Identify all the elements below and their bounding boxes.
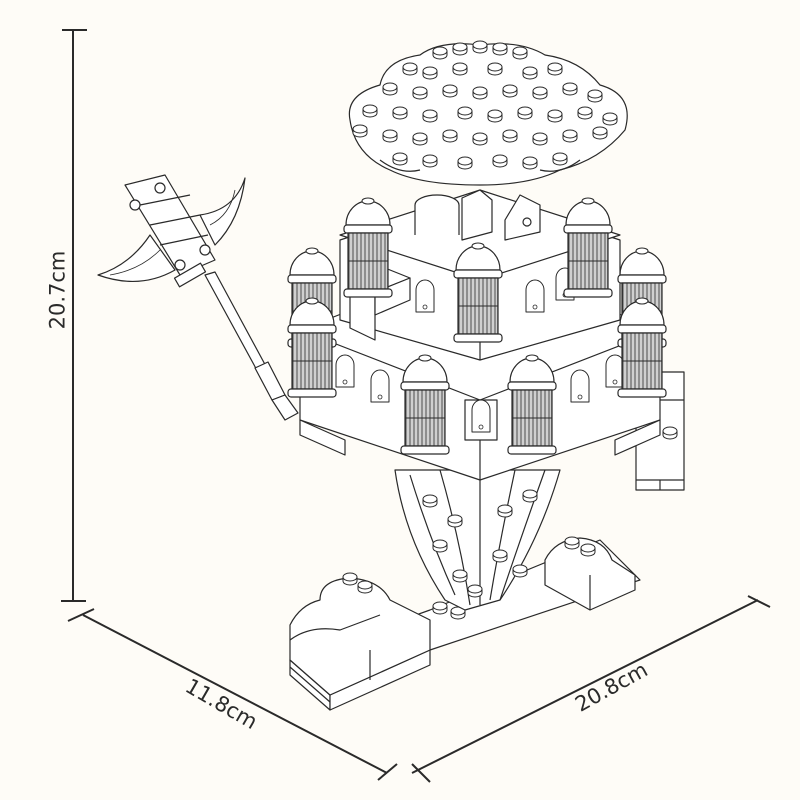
width-end-tick (747, 595, 771, 608)
wand (97, 174, 299, 421)
depth-start-tick (67, 608, 95, 622)
trunk (394, 469, 561, 611)
turret (400, 354, 450, 455)
leaf-canopy (348, 40, 628, 186)
width-dimension-line (411, 599, 759, 774)
depth-dimension-line (82, 614, 388, 774)
turret (507, 354, 557, 455)
turret (287, 297, 337, 398)
turret (343, 197, 393, 298)
dimension-lines (61, 29, 771, 783)
central-tower (414, 189, 541, 241)
depth-end-tick (377, 763, 398, 781)
brick-model (97, 40, 685, 711)
base (289, 536, 641, 711)
turret (617, 297, 667, 398)
height-label: 20.7cm (45, 250, 70, 330)
turret (563, 197, 613, 298)
turret (453, 242, 503, 343)
width-start-tick (411, 763, 431, 783)
